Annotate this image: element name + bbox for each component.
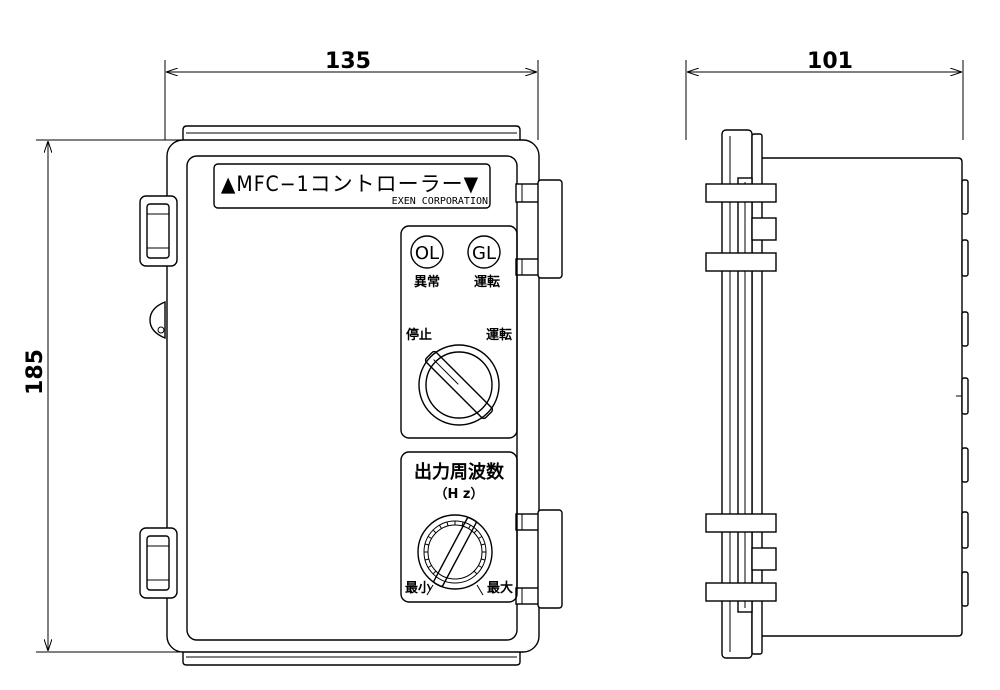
height-dimension: 185 (23, 139, 180, 653)
gl-lamp-icon (467, 235, 501, 269)
width-value: 135 (325, 49, 371, 74)
gl-lamp-code: GL (472, 243, 496, 264)
knob-tick (468, 524, 471, 529)
frequency-unit: （H z） (435, 486, 484, 502)
knob-tick (427, 536, 432, 539)
knob-tick (427, 565, 432, 568)
knob-tick (446, 521, 449, 527)
front-view: ▲MFC−1コントローラー▼ EXEN CORPORATION OL 異常 GL… (139, 125, 563, 666)
switch-run-label: 運転 (486, 327, 512, 343)
switch-stop-label: 停止 (406, 327, 432, 343)
selector-switch-icon (418, 344, 500, 426)
frequency-knob-icon (417, 514, 493, 596)
depth-value: 101 (807, 49, 853, 74)
lower-control-plate (400, 451, 518, 603)
knob-tick (439, 524, 442, 529)
knob-min-label: 最小 (405, 581, 431, 596)
side-view (705, 129, 969, 659)
knob-tick (473, 570, 478, 575)
ol-lamp-icon (410, 235, 444, 269)
knob-tick (432, 529, 437, 534)
upper-control-plate (400, 225, 518, 439)
knob-tick (461, 521, 464, 527)
knob-tick (478, 565, 483, 568)
frequency-title: 出力周波数 (414, 461, 505, 483)
left-clip-top (139, 195, 178, 267)
right-hinge-top (515, 179, 563, 279)
knob-tick (424, 558, 430, 561)
maker-label: EXEN CORPORATION (392, 196, 488, 207)
knob-tick (480, 558, 486, 561)
knob-tick (432, 570, 437, 575)
ol-lamp-caption: 異常 (414, 274, 440, 290)
knob-tick (478, 536, 483, 539)
knob-tick (424, 543, 430, 546)
knob-tick (480, 543, 486, 546)
depth-dimension: 101 (685, 49, 964, 140)
knob-max-label: 最大 (487, 580, 513, 596)
title-label: ▲MFC−1コントローラー▼ (221, 172, 479, 196)
ol-lamp-code: OL (415, 243, 439, 264)
gl-lamp-caption: 運転 (474, 274, 500, 290)
knob-tick (473, 529, 478, 534)
width-dimension: 135 (164, 49, 539, 140)
height-value: 185 (23, 349, 48, 395)
left-clip-bottom (139, 527, 178, 599)
right-hinge-bottom (515, 509, 563, 609)
title-plate (213, 163, 491, 209)
